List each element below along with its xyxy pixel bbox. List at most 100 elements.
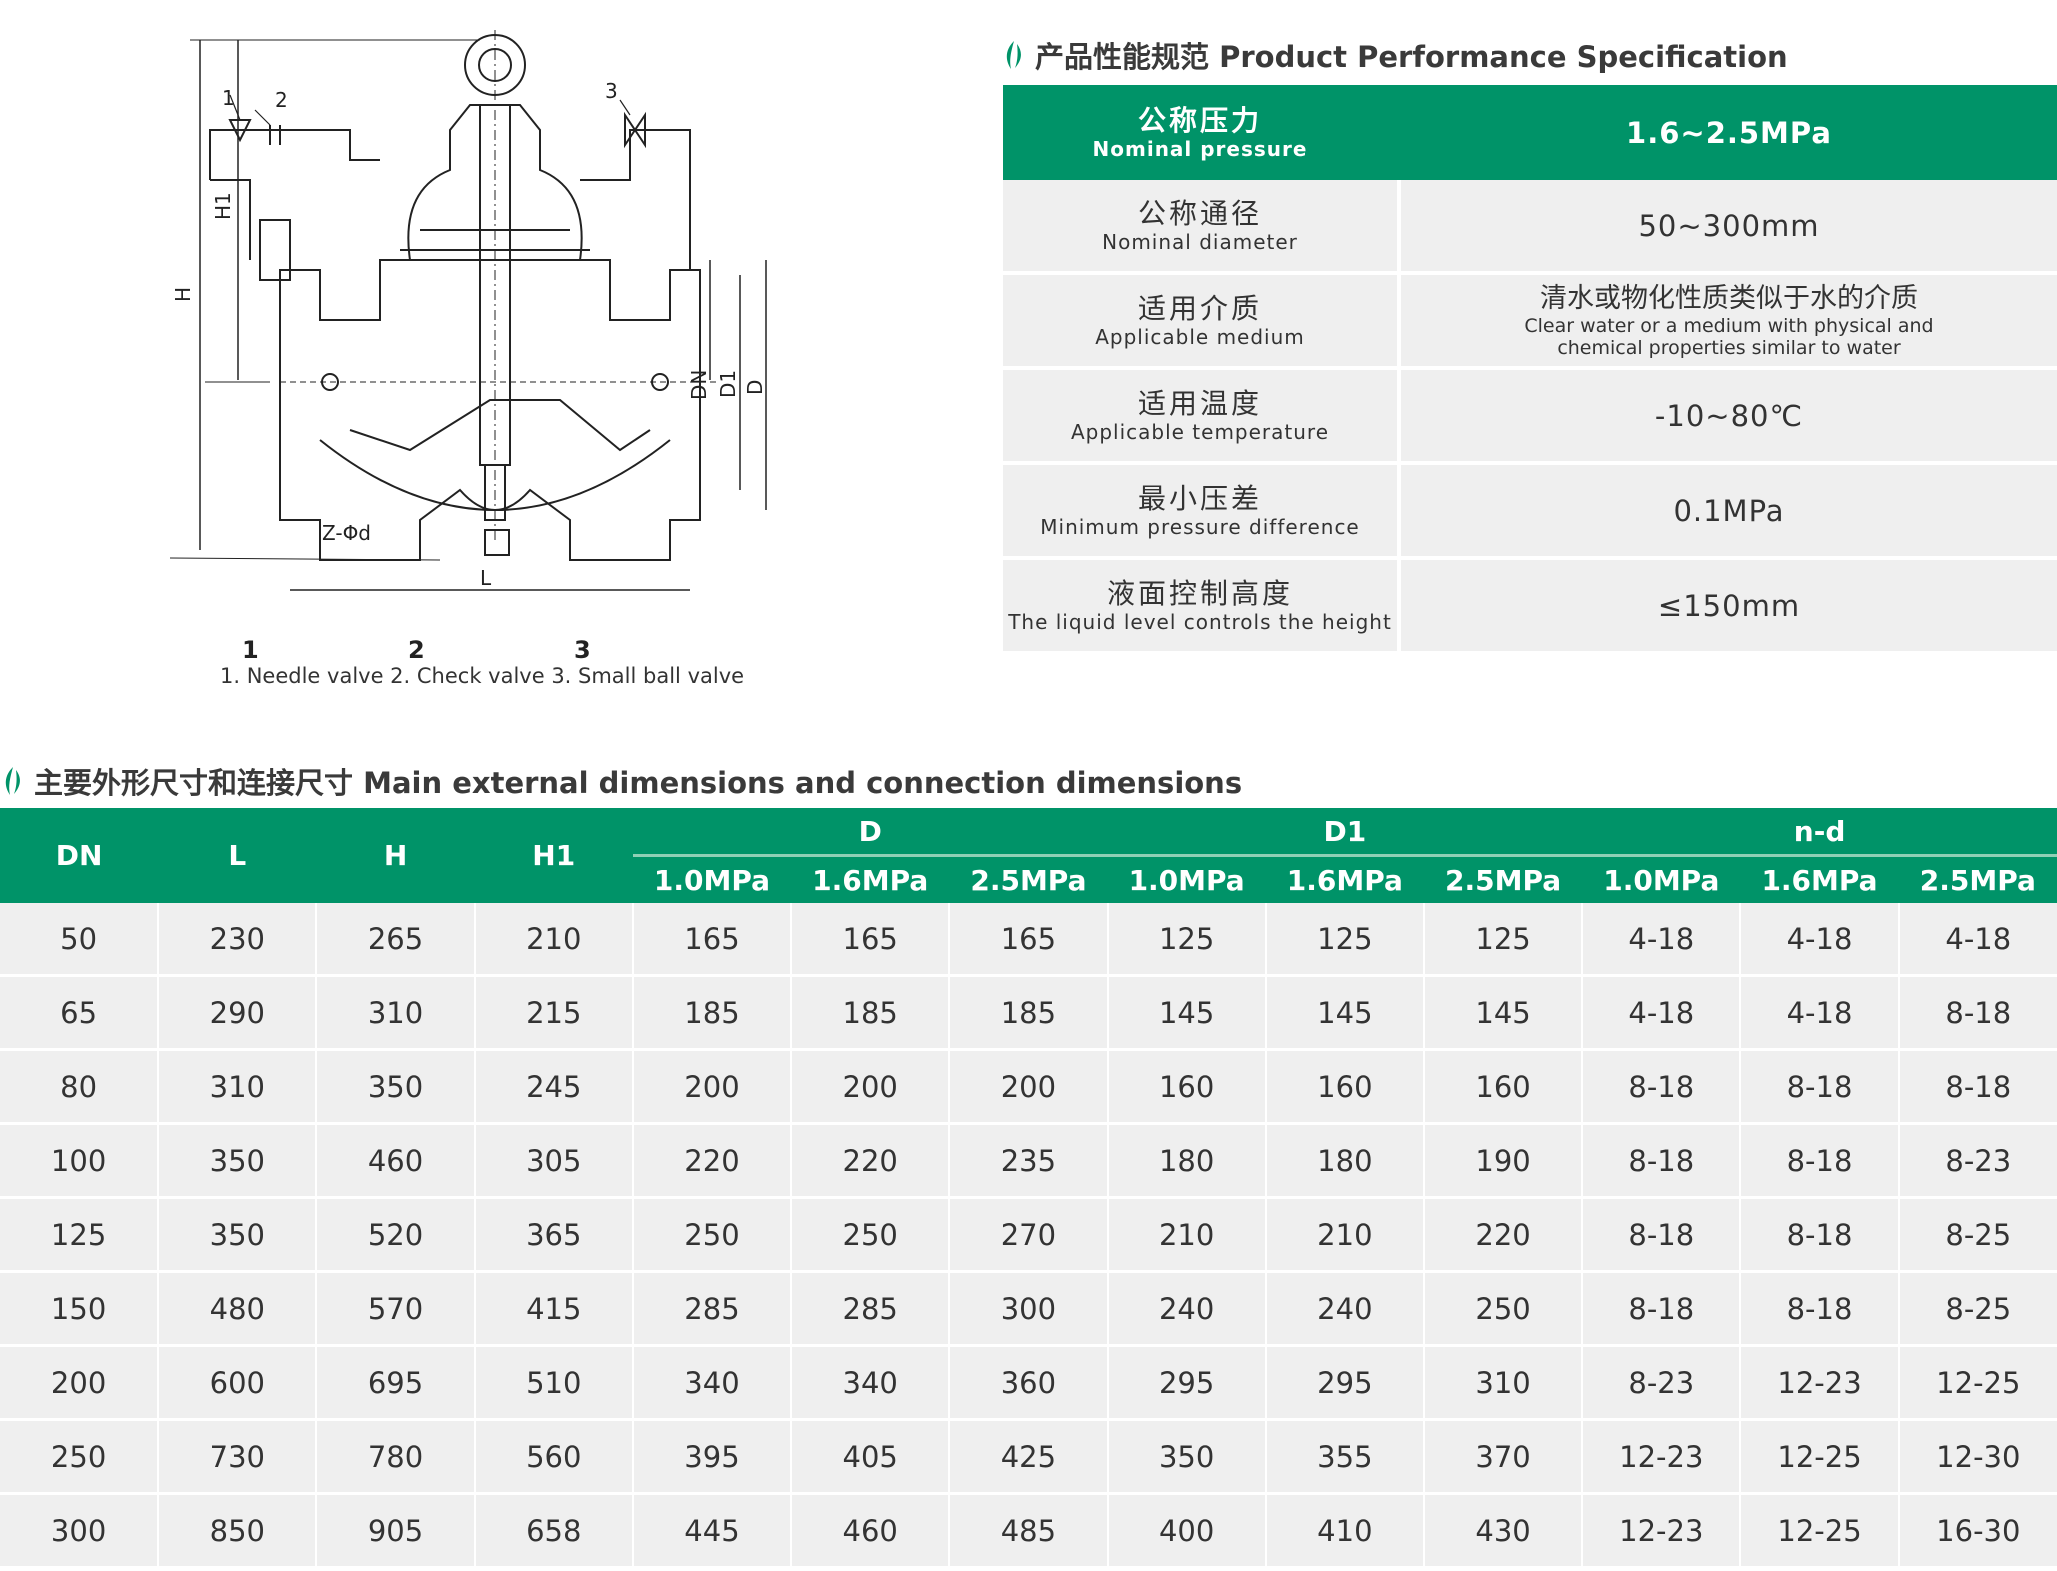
table-cell: 8-18	[1898, 975, 2057, 1051]
table-cell: 410	[1265, 1493, 1425, 1569]
table-cell: 8-18	[1582, 1197, 1742, 1273]
table-cell: 350	[158, 1197, 318, 1273]
table-cell: 4-18	[1740, 975, 1900, 1051]
table-cell: 165	[632, 903, 793, 977]
leaf-icon	[1006, 41, 1021, 69]
table-cell: 100	[0, 1123, 160, 1199]
table-cell: 285	[791, 1271, 951, 1347]
table-cell: 430	[1423, 1493, 1584, 1569]
label-1: 1	[222, 86, 235, 110]
table-cell: 12-25	[1898, 1345, 2057, 1421]
spec-key-zh: 最小压差	[1137, 481, 1262, 515]
table-cell: 405	[791, 1419, 951, 1495]
table-cell: 340	[632, 1345, 793, 1421]
table-cell: 185	[632, 975, 793, 1051]
table-cell: 250	[0, 1419, 160, 1495]
table-cell: 160	[1423, 1049, 1584, 1125]
table-cell: 350	[316, 1049, 476, 1125]
table-cell: 290	[158, 975, 318, 1051]
table-cell: 395	[632, 1419, 793, 1495]
spec-key-en: Applicable medium	[1095, 324, 1305, 349]
table-cell: 160	[1107, 1049, 1267, 1125]
spec-key-en: Nominal diameter	[1102, 229, 1298, 254]
table-cell: 200	[791, 1049, 951, 1125]
col-subheader-pressure: 2.5MPa	[1898, 855, 2057, 903]
table-cell: 305	[474, 1123, 634, 1199]
table-cell: 4-18	[1898, 903, 2057, 977]
legend-numbers: 1 2 3	[0, 636, 2057, 666]
dims-section-title: 主要外形尺寸和连接尺寸 Main external dimensions and…	[2, 760, 1242, 802]
col-subheader-pressure: 2.5MPa	[949, 855, 1108, 903]
legend-number: 1	[242, 636, 259, 664]
table-cell: 8-18	[1582, 1049, 1742, 1125]
table-cell: 125	[1107, 903, 1267, 977]
label-2: 2	[275, 88, 288, 112]
table-cell: 65	[0, 975, 160, 1051]
table-cell: 190	[1423, 1123, 1584, 1199]
table-cell: 12-25	[1740, 1419, 1900, 1495]
col-subheader-pressure: 1.6MPa	[1265, 855, 1424, 903]
spec-value: 50~300mm	[1638, 208, 1820, 243]
label-dn: DN	[687, 370, 711, 400]
spec-key-zh: 公称压力	[1137, 103, 1262, 137]
table-cell: 905	[316, 1493, 476, 1569]
col-header-d: D	[632, 808, 1108, 857]
table-cell: 235	[949, 1123, 1109, 1199]
table-cell: 8-18	[1740, 1271, 1900, 1347]
table-cell: 695	[316, 1345, 476, 1421]
table-cell: 125	[0, 1197, 160, 1273]
table-cell: 145	[1265, 975, 1425, 1051]
spec-value-zh: 清水或物化性质类似于水的介质	[1540, 282, 1918, 314]
label-h: H	[171, 287, 195, 302]
table-cell: 480	[158, 1271, 318, 1347]
spec-value: 1.6~2.5MPa	[1626, 115, 1832, 150]
table-cell: 310	[316, 975, 476, 1051]
table-cell: 425	[949, 1419, 1109, 1495]
table-cell: 370	[1423, 1419, 1584, 1495]
table-cell: 180	[1107, 1123, 1267, 1199]
table-cell: 415	[474, 1271, 634, 1347]
col-subheader-pressure: 1.0MPa	[632, 855, 792, 903]
table-cell: 295	[1107, 1345, 1267, 1421]
table-cell: 230	[158, 903, 318, 977]
leaf-icon	[5, 767, 20, 795]
spec-key-en: Applicable temperature	[1070, 419, 1330, 444]
table-cell: 4-18	[1740, 903, 1900, 977]
table-cell: 8-25	[1898, 1271, 2057, 1347]
table-cell: 8-18	[1740, 1049, 1900, 1125]
table-cell: 400	[1107, 1493, 1267, 1569]
table-cell: 8-23	[1898, 1123, 2057, 1199]
table-cell: 4-18	[1582, 975, 1742, 1051]
col-header-l: L	[158, 808, 317, 903]
col-subheader-pressure: 1.6MPa	[791, 855, 950, 903]
col-subheader-pressure: 1.6MPa	[1740, 855, 1899, 903]
table-cell: 185	[949, 975, 1109, 1051]
col-subheader-pressure: 1.0MPa	[1582, 855, 1741, 903]
table-cell: 460	[316, 1123, 476, 1199]
table-cell: 8-18	[1740, 1197, 1900, 1273]
legend-number: 3	[574, 636, 591, 664]
table-cell: 560	[474, 1419, 634, 1495]
table-cell: 520	[316, 1197, 476, 1273]
table-cell: 220	[632, 1123, 793, 1199]
table-cell: 80	[0, 1049, 160, 1125]
label-z-phi-d: Z-Φd	[322, 521, 371, 545]
dims-title-text: 主要外形尺寸和连接尺寸 Main external dimensions and…	[34, 766, 1243, 800]
spec-key-zh: 适用温度	[1137, 386, 1262, 420]
table-cell: 185	[791, 975, 951, 1051]
table-cell: 300	[0, 1493, 160, 1569]
table-cell: 125	[1265, 903, 1425, 977]
diagram-legend: 1. Needle valve 2. Check valve 3. Small …	[220, 664, 745, 688]
table-cell: 310	[158, 1049, 318, 1125]
table-cell: 445	[632, 1493, 793, 1569]
table-cell: 265	[316, 903, 476, 977]
table-cell: 12-23	[1582, 1493, 1742, 1569]
